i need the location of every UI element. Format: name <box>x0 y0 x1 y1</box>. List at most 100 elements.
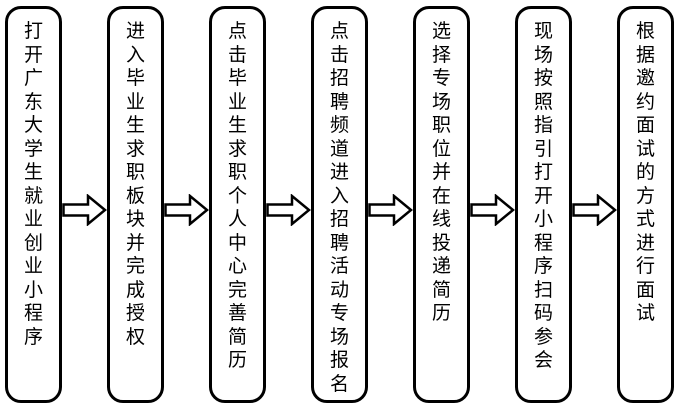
flow-step-char: 引 <box>533 138 553 160</box>
flow-step-char: 入 <box>329 185 349 207</box>
flow-step-char: 东 <box>23 91 43 113</box>
flow-step-char: 点 <box>227 21 247 42</box>
flow-step-char: 进 <box>329 162 349 183</box>
flow-step-char: 心 <box>227 256 247 277</box>
flow-step-label: 选择专场职位并在线投递简历 <box>432 20 451 326</box>
flow-step-char: 程 <box>533 232 553 254</box>
flow-step-char: 完 <box>125 256 145 277</box>
flow-step-char: 道 <box>329 138 349 160</box>
flow-step-char: 码 <box>533 303 553 324</box>
flow-step-char: 学 <box>23 138 43 160</box>
flow-step-char: 择 <box>431 44 451 66</box>
flow-step-char: 现 <box>533 21 553 42</box>
flow-step-char: 据 <box>635 44 655 66</box>
flow-step-char: 投 <box>431 232 451 254</box>
flow-step-box: 进入毕业生求职板块并完成授权 <box>107 6 164 403</box>
flow-step-char: 报 <box>329 350 349 371</box>
flow-step-char: 专 <box>431 68 451 89</box>
flow-step-char: 打 <box>23 21 43 42</box>
flow-step-label: 点击招聘频道进入招聘活动专场报名 <box>330 20 349 396</box>
flow-step-char: 中 <box>227 232 247 254</box>
flow-step-box: 现场按照指引打开小程序扫码参会 <box>515 6 572 403</box>
flow-step-char: 创 <box>23 232 43 254</box>
flow-step-char: 选 <box>431 21 451 42</box>
flow-step-char: 历 <box>227 350 247 371</box>
flow-step-char: 并 <box>431 162 451 183</box>
flow-step-char: 广 <box>23 68 43 89</box>
flow-step-char: 位 <box>431 138 451 160</box>
flow-step-char: 照 <box>533 91 553 113</box>
right-arrow-icon <box>368 6 413 403</box>
flow-step-char: 面 <box>635 115 655 136</box>
flow-step-label: 打开广东大学生就业创业小程序 <box>24 20 43 349</box>
flow-step-box: 点击招聘频道进入招聘活动专场报名 <box>311 6 368 403</box>
flow-step-char: 击 <box>227 44 247 66</box>
flow-step-char: 根 <box>635 21 655 42</box>
flow-step-char: 面 <box>635 279 655 301</box>
flow-step-char: 小 <box>533 209 553 230</box>
flow-step-char: 就 <box>23 185 43 207</box>
flow-step-char: 进 <box>125 21 145 42</box>
flow-step-char: 个 <box>227 185 247 207</box>
flow-step-char: 程 <box>23 303 43 324</box>
flow-step-char: 入 <box>125 44 145 66</box>
right-arrow-icon <box>266 6 311 403</box>
flow-step-char: 名 <box>329 373 349 395</box>
flow-step-char: 招 <box>329 209 349 230</box>
flow-step-char: 方 <box>635 185 655 207</box>
right-arrow-icon <box>164 6 209 403</box>
flow-step-char: 职 <box>227 162 247 183</box>
flow-step-char: 简 <box>227 326 247 348</box>
flow-step-char: 扫 <box>533 279 553 301</box>
flow-step-box: 打开广东大学生就业创业小程序 <box>5 6 62 403</box>
flow-step-char: 频 <box>329 115 349 136</box>
flow-step-char: 场 <box>533 44 553 66</box>
flow-step-char: 求 <box>125 138 145 160</box>
right-arrow-icon <box>470 6 515 403</box>
flow-step-char: 职 <box>125 162 145 183</box>
flow-step-char: 的 <box>635 162 655 183</box>
flow-step-char: 在 <box>431 185 451 207</box>
flowchart: 打开广东大学生就业创业小程序进入毕业生求职板块并完成授权点击毕业生求职个人中心完… <box>5 6 674 403</box>
flow-step-char: 权 <box>125 326 145 348</box>
flow-step-char: 生 <box>125 115 145 136</box>
flow-step-label: 根据邀约面试的方式进行面试 <box>636 20 655 326</box>
flow-step-char: 聘 <box>329 232 349 254</box>
flow-step-char: 场 <box>431 91 451 113</box>
flow-step-box: 选择专场职位并在线投递简历 <box>413 6 470 403</box>
flow-step-char: 业 <box>23 209 43 230</box>
flow-step-char: 场 <box>329 326 349 348</box>
flow-step-char: 业 <box>125 91 145 113</box>
flow-step-char: 进 <box>635 232 655 254</box>
flow-step-char: 开 <box>23 44 43 66</box>
flow-step-char: 聘 <box>329 91 349 113</box>
flow-step-label: 现场按照指引打开小程序扫码参会 <box>534 20 553 373</box>
flow-step-char: 试 <box>635 303 655 324</box>
right-arrow-icon <box>62 6 107 403</box>
flow-step-char: 业 <box>227 91 247 113</box>
flow-step-char: 会 <box>533 350 553 371</box>
flow-step-char: 职 <box>431 115 451 136</box>
flow-step-char: 简 <box>431 279 451 301</box>
flow-step-box: 根据邀约面试的方式进行面试 <box>617 6 674 403</box>
flow-step-char: 行 <box>635 256 655 277</box>
flow-step-char: 击 <box>329 44 349 66</box>
flow-step-char: 指 <box>533 115 553 136</box>
flow-step-char: 完 <box>227 279 247 301</box>
flow-step-char: 递 <box>431 256 451 277</box>
flow-step-char: 开 <box>533 185 553 207</box>
flow-step-char: 式 <box>635 209 655 230</box>
flow-step-char: 活 <box>329 256 349 277</box>
flow-step-box: 点击毕业生求职个人中心完善简历 <box>209 6 266 403</box>
flow-step-label: 点击毕业生求职个人中心完善简历 <box>228 20 247 373</box>
flow-step-char: 求 <box>227 138 247 160</box>
flow-step-char: 专 <box>329 303 349 324</box>
flow-step-char: 毕 <box>125 68 145 89</box>
flow-step-char: 小 <box>23 279 43 301</box>
flow-step-char: 打 <box>533 162 553 183</box>
flow-step-char: 线 <box>431 209 451 230</box>
flow-step-char: 历 <box>431 303 451 324</box>
flow-step-char: 序 <box>23 326 43 348</box>
flow-step-char: 序 <box>533 256 553 277</box>
